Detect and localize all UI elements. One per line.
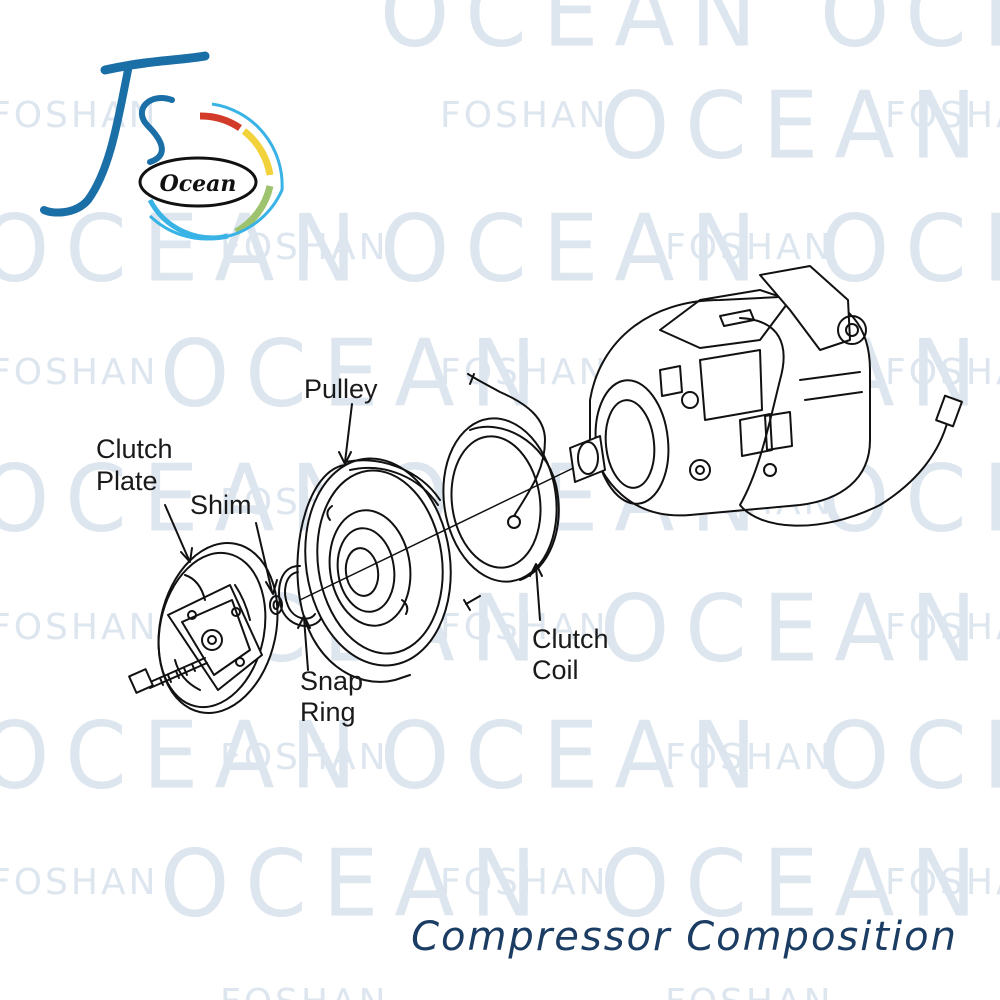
label-clutch-coil-line2: Coil xyxy=(532,655,579,685)
watermark-text: FOSHAN xyxy=(665,227,834,268)
watermark-text: OCEAN xyxy=(0,194,373,303)
bolt-part xyxy=(128,657,208,694)
watermark-text: FOSHAN xyxy=(885,607,1000,648)
watermark-text: OCEAN xyxy=(380,194,773,303)
label-snap-ring-line1: Snap xyxy=(300,666,363,696)
watermark-text: FOSHAN xyxy=(885,862,1000,903)
watermark-text: FOSHAN xyxy=(220,985,389,1000)
caption-title: Compressor Composition xyxy=(411,914,958,960)
coil-lead-wire xyxy=(477,379,546,517)
watermark-text: OCEAN xyxy=(820,194,1000,303)
watermark-text: OCEAN xyxy=(600,574,993,683)
label-clutch-plate-line1: Clutch xyxy=(96,434,173,464)
watermark-text: OCEAN xyxy=(600,71,993,180)
watermark-text: FOSHAN xyxy=(440,95,609,136)
watermark-text: FOSHAN xyxy=(0,607,159,648)
watermark-text: FOSHAN xyxy=(0,95,159,136)
label-clutch-plate-line2: Plate xyxy=(96,466,158,496)
watermark-text: FOSHAN xyxy=(0,862,159,903)
wire-connector xyxy=(935,394,963,428)
label-clutch-coil-line1: Clutch xyxy=(532,624,609,654)
watermark-text: FOSHAN xyxy=(665,985,834,1000)
logo-text: Ocean xyxy=(160,171,237,197)
compressor-body-part xyxy=(569,265,871,517)
watermark-text: FOSHAN xyxy=(220,737,389,778)
watermark-text: OCEAN xyxy=(820,0,1000,68)
foshan-ocean-logo: Ocean xyxy=(40,51,284,241)
watermark-text: FOSHAN xyxy=(440,352,609,393)
watermark-text: FOSHAN xyxy=(440,607,609,648)
watermark-text: FOSHAN xyxy=(885,352,1000,393)
watermark-text: FOSHAN xyxy=(0,352,159,393)
clutch-coil-part xyxy=(442,417,560,611)
label-pulley: Pulley xyxy=(304,374,378,404)
label-snap-ring-line2: Ring xyxy=(300,697,356,727)
electrical-lead-wire xyxy=(739,317,949,527)
watermark-text: OCEAN xyxy=(0,444,373,553)
watermark-text: FOSHAN xyxy=(885,95,1000,136)
shim-part xyxy=(269,595,283,615)
clutch-plate-part xyxy=(157,542,279,714)
watermark-text: OCEAN xyxy=(0,701,373,810)
pulley-part xyxy=(296,457,452,683)
watermark-text: OCEAN xyxy=(600,829,993,938)
watermark-text: OCEAN xyxy=(380,701,773,810)
label-shim: Shim xyxy=(190,490,252,520)
watermark-text: OCEAN xyxy=(380,0,773,68)
watermark-text: FOSHAN xyxy=(440,862,609,903)
watermark-text: FOSHAN xyxy=(665,737,834,778)
watermark-text: OCEAN xyxy=(160,829,553,938)
watermark-text: OCEAN xyxy=(820,701,1000,810)
watermark-text: FOSHAN xyxy=(220,227,389,268)
label-pointers xyxy=(164,403,543,671)
